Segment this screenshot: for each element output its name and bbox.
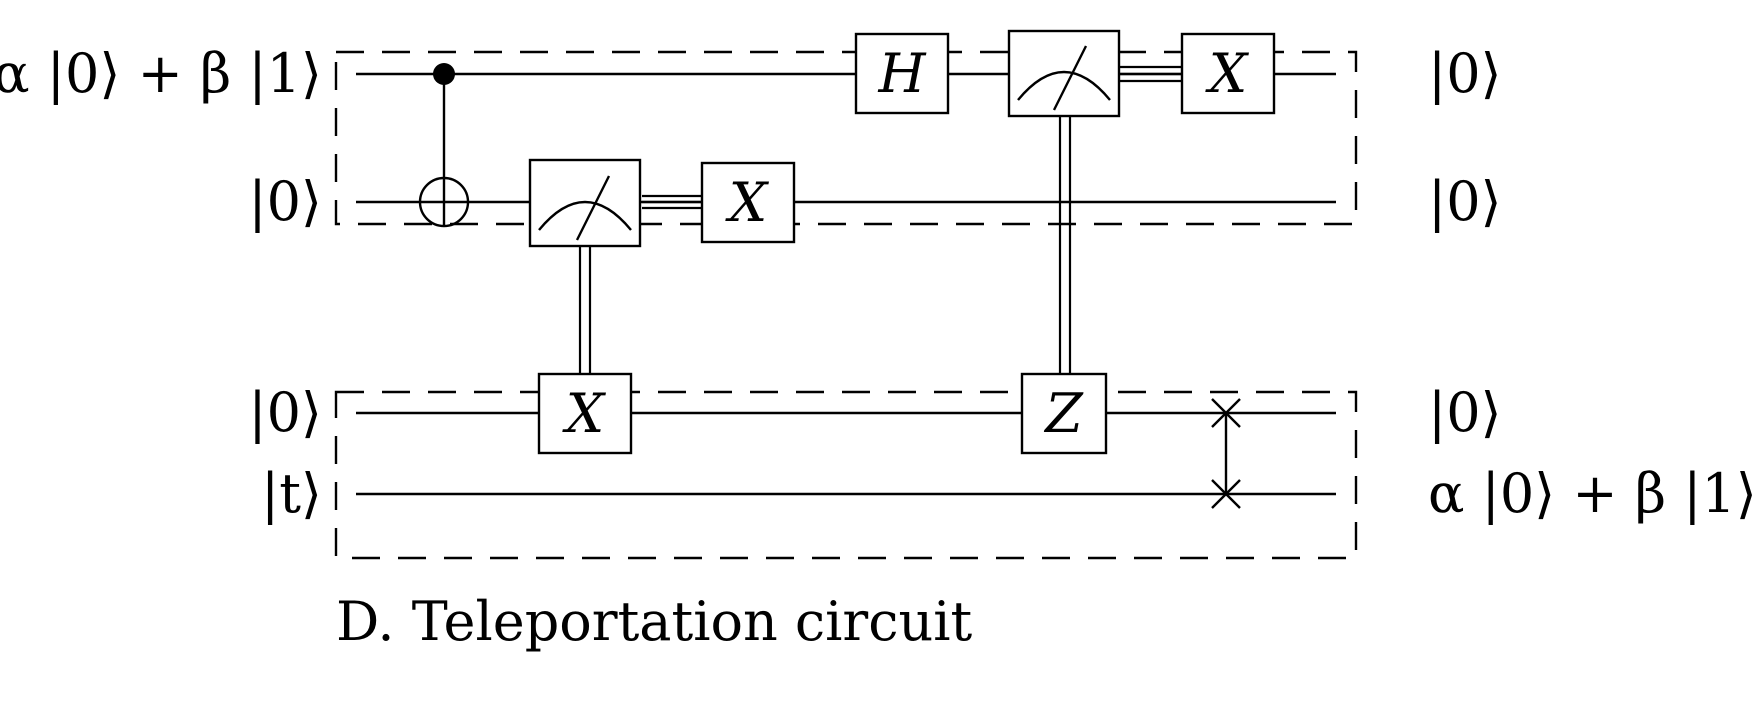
classical-wire-q2-to-x bbox=[642, 194, 702, 210]
cnot-control-dot bbox=[433, 63, 455, 85]
classical-wire-meas-to-z bbox=[1058, 116, 1072, 374]
input-state-q4: |t⟩ bbox=[261, 462, 322, 525]
cnot-target bbox=[418, 176, 470, 228]
h-gate-label: H bbox=[877, 42, 926, 105]
output-state-q1: |0⟩ bbox=[1428, 42, 1502, 105]
output-state-q2: |0⟩ bbox=[1428, 170, 1502, 233]
upper-register-box bbox=[334, 50, 1358, 226]
lower-register-box bbox=[334, 390, 1358, 560]
measure-q1 bbox=[1007, 29, 1121, 118]
input-state-q3: |0⟩ bbox=[248, 381, 322, 444]
x-gate-top bbox=[1180, 32, 1276, 115]
input-state-q2: |0⟩ bbox=[248, 170, 322, 233]
x-gate-low-label: X bbox=[562, 382, 607, 445]
classical-wire-q1-to-x bbox=[1120, 65, 1182, 83]
figure-caption: D. Teleportation circuit bbox=[336, 590, 973, 653]
h-gate bbox=[854, 32, 950, 115]
x-gate-low bbox=[537, 372, 633, 455]
x-gate-mid-label: X bbox=[725, 171, 770, 234]
measure-q2 bbox=[528, 158, 642, 248]
output-state-q3: |0⟩ bbox=[1428, 381, 1502, 444]
x-gate-top-label: X bbox=[1205, 42, 1250, 105]
z-gate-label: Z bbox=[1043, 382, 1084, 445]
input-state-q1: α |0⟩ + β |1⟩ bbox=[0, 42, 322, 105]
output-state-q4: α |0⟩ + β |1⟩ bbox=[1428, 462, 1757, 525]
classical-wire-meas-to-x-low bbox=[578, 246, 592, 374]
z-gate bbox=[1020, 372, 1108, 455]
swap-gate bbox=[1211, 398, 1241, 509]
x-gate-mid bbox=[700, 161, 796, 244]
